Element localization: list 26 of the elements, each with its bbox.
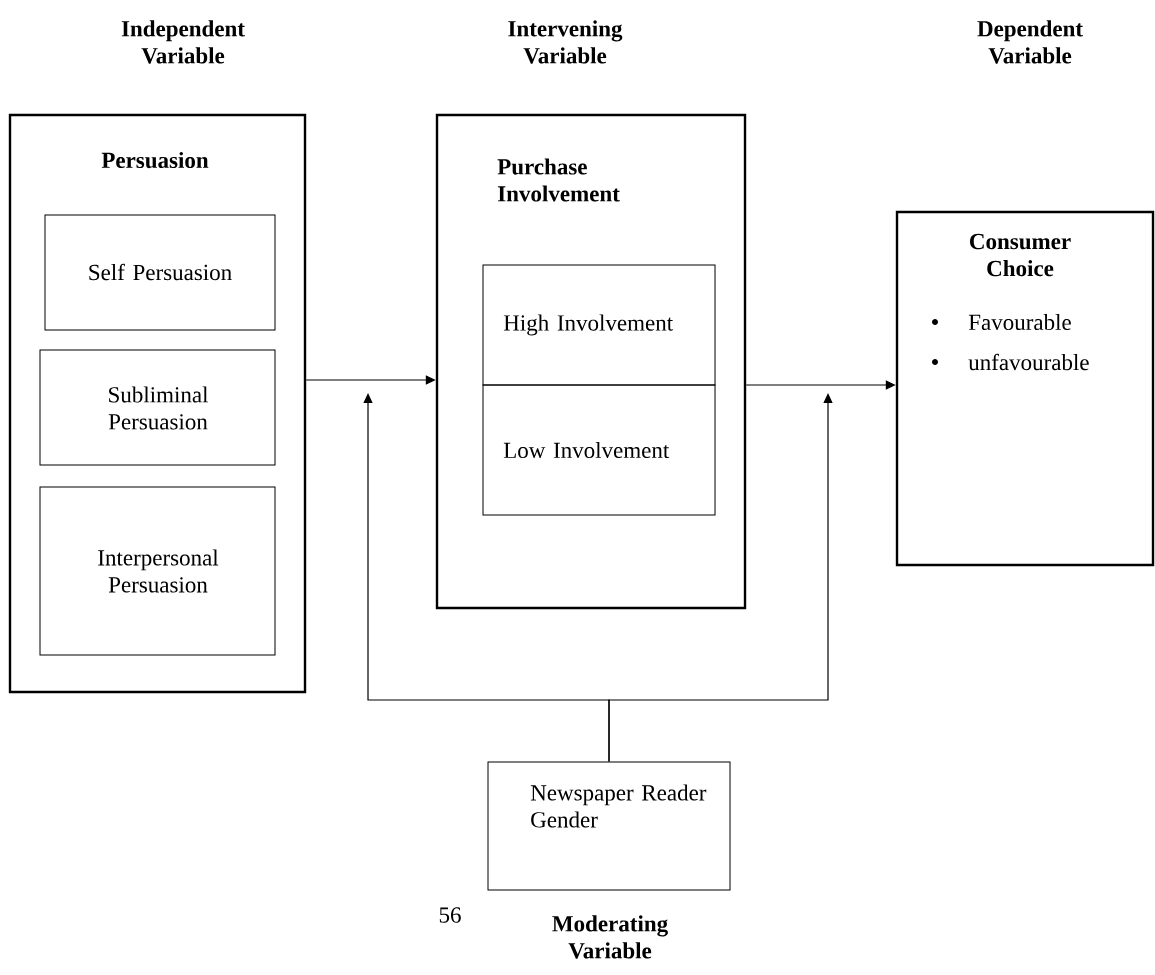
- variable-heading: Intervening Variable: [508, 20, 623, 64]
- outer-box: [895, 210, 1155, 567]
- page-number: 56: [439, 907, 461, 923]
- inner-box: [39, 486, 276, 656]
- inner-box: [44, 214, 276, 331]
- inner-box: [39, 349, 276, 466]
- box-text: Subliminal Persuasion: [108, 386, 209, 430]
- outer-box: [435, 113, 747, 610]
- box-text: Self Persuasion: [89, 263, 232, 281]
- list-item: unfavourable: [932, 353, 1089, 371]
- variable-heading: Dependent Variable: [977, 20, 1083, 64]
- box-text: Interpersonal Persuasion: [98, 549, 219, 593]
- box-title: Consumer Choice: [970, 233, 1071, 277]
- box-text: Low Involvement: [503, 441, 670, 459]
- inner-box: [482, 384, 716, 516]
- arrow: [608, 393, 833, 763]
- box-title: Purchase Involvement: [497, 158, 620, 202]
- box-title: Newspaper Reader Gender: [530, 784, 707, 828]
- variable-heading: Independent Variable: [121, 20, 245, 64]
- list-item: Favourable: [932, 313, 1071, 331]
- outer-box: [487, 761, 731, 891]
- variable-heading: Moderating Variable: [552, 915, 668, 959]
- inner-box: [482, 264, 716, 386]
- box-title: Persuasion: [101, 151, 209, 169]
- box-text: High Involvement: [503, 314, 673, 336]
- outer-box: [8, 113, 307, 694]
